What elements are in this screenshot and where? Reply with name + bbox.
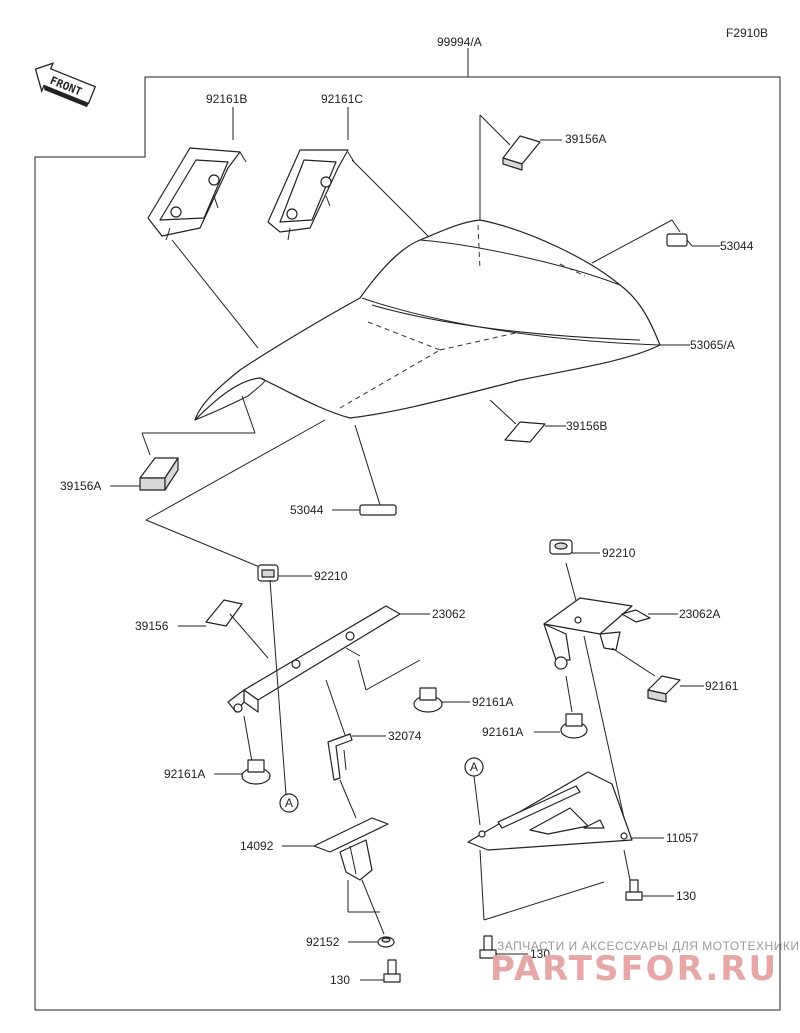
label-stay: 32074 <box>388 729 422 743</box>
label-damper-left-2: 92161A <box>164 767 205 781</box>
cap-left <box>147 147 247 241</box>
label-plate: 11057 <box>666 831 699 845</box>
bolt-right <box>625 879 643 901</box>
stay <box>327 733 353 781</box>
clip-bottom <box>359 504 397 516</box>
nut-left <box>257 564 279 582</box>
pad-lower <box>504 421 546 443</box>
pad-bracket <box>205 599 243 627</box>
damper-right <box>647 675 681 703</box>
label-pad-left: 39156A <box>60 479 101 493</box>
bracket-left <box>227 605 401 713</box>
label-damper-right-1: 92161A <box>482 725 523 739</box>
pad-top <box>502 135 541 171</box>
label-damper-left-1: 92161A <box>472 695 513 709</box>
label-cover: 53065/A <box>690 338 735 352</box>
label-ref-left: A <box>285 796 293 810</box>
plate <box>467 771 633 851</box>
label-bolt-center: 130 <box>530 947 550 961</box>
label-pad-lower: 39156B <box>566 419 607 433</box>
clip-top <box>666 233 693 247</box>
damper-left-2 <box>241 759 271 785</box>
nut-right <box>549 539 573 555</box>
label-bolt-bottom: 130 <box>330 973 350 987</box>
label-bracket-left: 23062 <box>432 607 466 621</box>
front-arrow-icon: FRONT <box>34 62 97 108</box>
label-pad-bracket: 39156 <box>135 619 169 633</box>
figure-code: F2910B <box>726 26 768 40</box>
watermark-logo: PARTSFOR.RU <box>490 949 778 989</box>
label-pad-top: 39156A <box>565 132 606 146</box>
label-latch: 14092 <box>240 839 274 853</box>
pad-left <box>139 457 179 491</box>
cap-right <box>267 149 355 241</box>
collar <box>377 936 395 948</box>
damper-right-1 <box>560 713 588 739</box>
label-nut-right: 92210 <box>602 546 636 560</box>
label-assembly: 99994/A <box>437 35 482 49</box>
watermark-caption: ЗАПЧАСТИ И АКСЕССУАРЫ ДЛЯ МОТОТЕХНИКИ <box>497 939 799 953</box>
label-clip-bottom: 53044 <box>290 503 324 517</box>
label-bracket-right: 23062A <box>679 607 720 621</box>
seat-cover <box>194 219 661 421</box>
label-bolt-right: 130 <box>676 889 696 903</box>
label-cap-left: 92161B <box>206 92 247 106</box>
label-damper-right: 92161 <box>705 679 739 693</box>
label-clip-top: 53044 <box>720 239 754 253</box>
latch <box>313 817 389 881</box>
label-cap-right: 92161C <box>321 92 363 106</box>
damper-left-1 <box>413 687 443 713</box>
label-ref-right: A <box>470 760 478 774</box>
label-collar: 92152 <box>306 935 340 949</box>
bolt-bottom <box>383 959 401 983</box>
bracket-right <box>543 597 651 670</box>
ref-left <box>279 793 299 813</box>
assembly-frame <box>34 76 781 1011</box>
label-nut-left: 92210 <box>314 569 348 583</box>
